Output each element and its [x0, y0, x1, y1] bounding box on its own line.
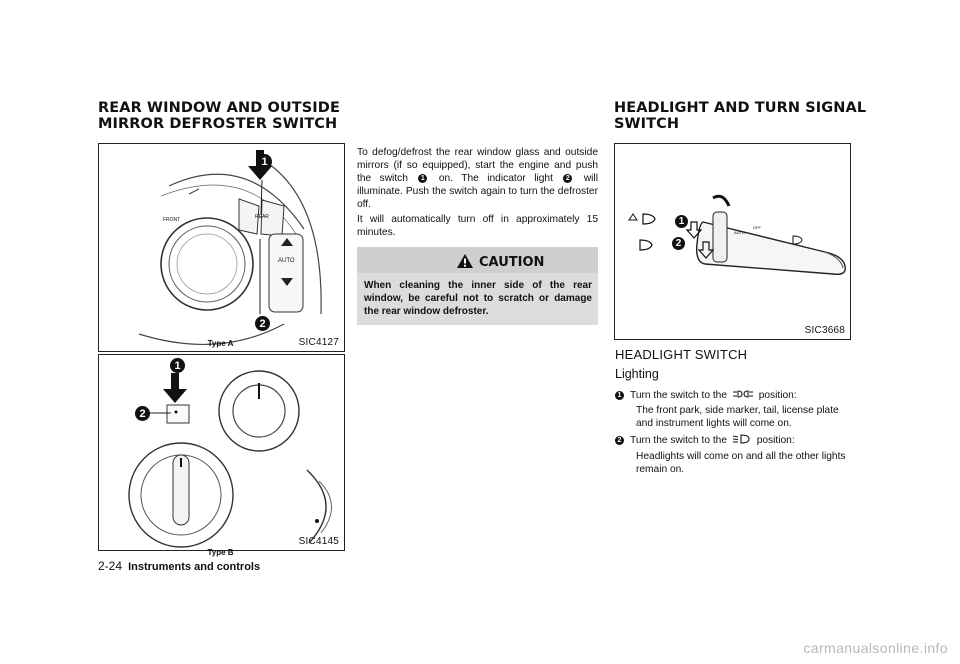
item-description: Headlights will come on and all the othe…: [636, 451, 846, 475]
footer-section-title: Instruments and controls: [128, 561, 261, 573]
defroster-switch-type-b-illustration: [128, 370, 332, 548]
auto-label: AUTO: [278, 258, 295, 264]
paragraph-text: To defog/defrost the rear window glass a…: [357, 147, 598, 184]
parking-lights-icon: [732, 390, 753, 398]
off-label: OFF: [753, 225, 761, 230]
front-label: FRONT: [163, 217, 181, 223]
callout-2: 2: [255, 316, 270, 331]
list-item: 2 Turn the switch to the position:: [615, 434, 795, 447]
figure-headlight-switch: OFF AUTO 1 2 SIC3668: [614, 143, 851, 340]
subsection-title: Lighting: [615, 367, 659, 381]
item-description: The front park, side marker, tail, licen…: [636, 405, 839, 429]
callout-1: 1: [170, 358, 185, 373]
figure-code: SIC3668: [804, 325, 845, 336]
callout-1-inline: 1: [615, 391, 624, 400]
figure-type-b: 1 2 SIC4145: [98, 354, 345, 551]
heading-line: HEADLIGHT AND TURN SIGNAL: [614, 100, 867, 116]
heading-line: REAR WINDOW AND OUTSIDE: [98, 100, 340, 116]
section-heading-headlight: HEADLIGHT AND TURN SIGNAL SWITCH: [614, 100, 866, 132]
caution-header: CAUTION: [357, 247, 598, 273]
page-number: 2-24: [98, 559, 123, 573]
heading-line: SWITCH: [614, 116, 680, 132]
callout-1: 1: [675, 215, 688, 228]
callout-1: 1: [257, 154, 272, 169]
heading-line: MIRROR DEFROSTER SWITCH: [98, 116, 338, 132]
callout-2-inline: 2: [615, 436, 624, 445]
auto-label: AUTO: [734, 230, 746, 235]
callout-1-inline: 1: [418, 174, 428, 183]
watermark-text: carmanualsonline.info: [803, 640, 948, 656]
item-lead-text: Turn the switch to the: [630, 435, 728, 446]
item-trail-text: position:: [756, 435, 795, 446]
figure-caption-type-b: Type B: [207, 548, 234, 557]
callout-2-inline: 2: [563, 174, 573, 183]
caution-title: CAUTION: [479, 255, 545, 270]
item-trail-text: position:: [758, 390, 797, 401]
figure-code: SIC4145: [298, 536, 339, 547]
caution-box: CAUTION When cleaning the inner side of …: [357, 247, 598, 325]
paragraph-text: will illuminate. Push the switch again t…: [357, 173, 598, 210]
callout-2: 2: [672, 237, 685, 250]
defroster-switch-type-a-illustration: [138, 150, 322, 345]
figure-type-a: FRONT REAR AUTO 1 2 SIC4127: [98, 143, 345, 352]
page-footer: 2-24 Instruments and controls: [98, 559, 260, 573]
instruction-paragraph: To defog/defrost the rear window glass a…: [357, 146, 598, 211]
headlight-icon: [732, 434, 750, 444]
list-item: 1 Turn the switch to the position:: [615, 389, 797, 402]
item-lead-text: Turn the switch to the: [630, 390, 728, 401]
subsection-heading: HEADLIGHT SWITCH: [615, 347, 748, 362]
warning-triangle-icon: [457, 254, 473, 268]
rear-label: REAR: [255, 214, 269, 220]
auto-off-paragraph: It will automatically turn off in approx…: [357, 214, 598, 238]
paragraph-text: on. The indicator light: [438, 173, 553, 184]
figure-caption-type-a: Type A: [207, 339, 234, 348]
section-heading-rear-defroster: REAR WINDOW AND OUTSIDE MIRROR DEFROSTER…: [98, 100, 340, 132]
headlight-switch-illustration: [628, 194, 846, 276]
callout-2: 2: [135, 406, 150, 421]
figure-code: SIC4127: [298, 337, 339, 348]
caution-text: When cleaning the inner side of the rear…: [364, 280, 592, 317]
